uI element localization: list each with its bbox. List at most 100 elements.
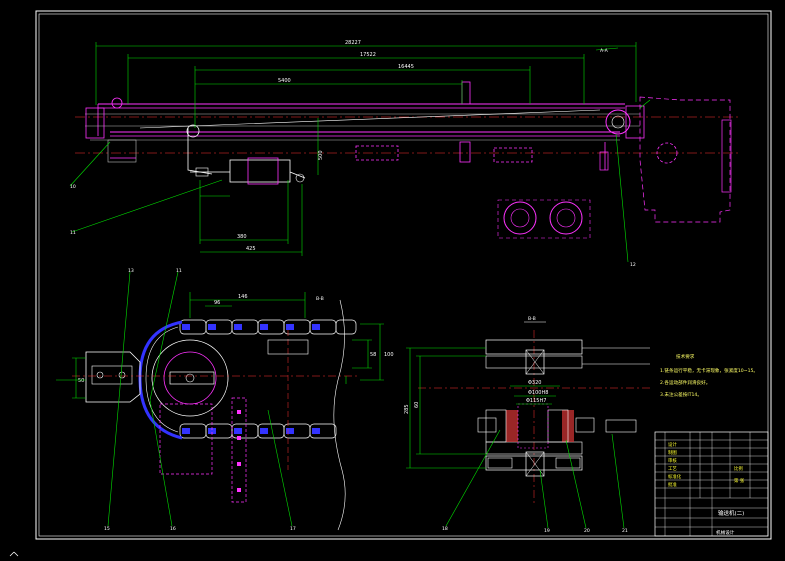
right-pedestal [599, 151, 609, 171]
dim-285: 285 [404, 404, 410, 414]
clamp-bolt-1 [96, 371, 104, 379]
dim-50: 50 [78, 378, 84, 384]
title-block: 设计 制图 审核 工艺 标准化 批准 比例 第 张 输送机(二) 机械设计 [654, 431, 769, 537]
lever-arm [187, 128, 213, 175]
detail-dimensions-left [72, 357, 86, 399]
dim-96: 96 [214, 300, 220, 306]
section-mark-b: B-B [316, 296, 324, 302]
tb-row-1: 设计 [668, 441, 677, 448]
clamp-bolt-2 [118, 371, 126, 379]
lower-plate [485, 455, 583, 471]
dim-146: 146 [238, 294, 248, 300]
sprocket-center [185, 373, 195, 383]
hub-left [485, 409, 507, 443]
right-wheel [656, 142, 678, 164]
support-bolts [237, 410, 241, 492]
part-tag-12: 12 [630, 262, 636, 268]
detail-dimensions-right [352, 323, 384, 381]
part-tag-16: 16 [170, 526, 176, 532]
wheel-right [549, 201, 583, 235]
leaders-detail [56, 271, 347, 527]
lever-clamp [195, 167, 209, 177]
leg-2 [459, 141, 471, 163]
tech-req-line-2: 2.各运动部件润滑良好。 [660, 379, 710, 386]
cylinder-pin [295, 173, 305, 183]
leaders-section [445, 429, 625, 529]
part-tag-18: 18 [442, 526, 448, 532]
bearing-upper [525, 349, 545, 375]
chain-links-top [179, 319, 357, 335]
ucs-icon [9, 551, 15, 557]
conveyor-side-view: 28227 17522 16445 5400 500 380 425 10 11… [69, 40, 740, 268]
tb-row-4: 工艺 [668, 466, 677, 472]
detail-dimensions [189, 292, 306, 318]
cylinder-body [229, 159, 291, 183]
tb-row-3: 审核 [668, 457, 677, 464]
dim-phi-115: Φ115H7 [526, 398, 546, 404]
tech-req-title: 技术要求 [676, 353, 695, 360]
arm-pivot [186, 124, 200, 138]
upper-plate [485, 339, 583, 355]
pedestal-2 [493, 147, 533, 163]
piston-rod-2 [289, 171, 306, 179]
drive-sprocket [605, 109, 631, 135]
chain-plates-top [182, 324, 320, 330]
upper-guide [485, 355, 583, 369]
part-tag-17: 17 [290, 526, 296, 532]
dim-phi-320: Φ320 [528, 380, 541, 386]
inner-frame [38, 13, 769, 537]
tech-requirements: 技术要求 1.链条运行平稳，无卡滞现象，张紧度10~15。 2.各运动部件润滑良… [660, 353, 758, 398]
part-tag-21: 21 [622, 528, 628, 534]
bearing-upper-x2 [525, 349, 545, 375]
dim-60: 60 [414, 402, 420, 408]
part-tag-19: 19 [544, 528, 550, 534]
section-label-bb: B-B [528, 316, 536, 322]
section-mark-a: A-A [600, 48, 609, 54]
dim-17522: 17522 [360, 52, 376, 58]
chain-detail-view: 146 96 100 58 50 B-B 13 11 15 16 17 [56, 268, 394, 532]
section-dimensions [406, 347, 560, 469]
dim-overall-length: 28227 [345, 40, 361, 46]
pedestal-1 [355, 145, 399, 161]
wheel-right-hub [556, 208, 576, 228]
tb-scale: 比例 [734, 465, 743, 472]
tb-row-5: 标准化 [668, 473, 682, 480]
leaders-top [69, 47, 651, 263]
drive-sprocket-hub [611, 115, 625, 129]
dimension-lines-top [95, 42, 637, 256]
section-view: B-B [404, 316, 650, 534]
lower-guide [485, 441, 583, 455]
bushing-left [506, 410, 518, 442]
part-tag-10: 10 [70, 184, 76, 190]
ucs-icon-2 [13, 551, 19, 557]
outer-frame [35, 10, 772, 540]
tech-req-line-1: 1.链条运行平稳，无卡滞现象，张紧度10~15。 [660, 367, 758, 374]
left-bracket [107, 139, 137, 163]
dim-phi-100: Φ100H8 [528, 390, 548, 396]
sprocket-outer [151, 339, 229, 417]
title-block-grid [655, 432, 768, 536]
lower-link-left [487, 457, 513, 469]
dim-380: 380 [237, 234, 247, 240]
sprocket-key [169, 371, 215, 385]
title-block-frame [654, 431, 769, 537]
tb-row-2: 制图 [668, 449, 677, 456]
support-bracket [159, 403, 213, 475]
left-end-box [85, 107, 105, 139]
tb-sheet: 第 张 [734, 477, 745, 484]
diagonal-belt [139, 109, 601, 129]
part-tag-13: 13 [128, 268, 134, 274]
chain-wrap-inner [145, 326, 179, 433]
tech-req-line-3: 3.未注公差按IT14。 [660, 391, 702, 398]
cylinder-flange [247, 157, 279, 185]
left-roller [477, 417, 497, 433]
shaft-bore [517, 403, 549, 449]
clamp-body [85, 351, 141, 403]
clamp-slot [91, 365, 133, 385]
leg-1 [461, 81, 471, 105]
support-post [231, 397, 247, 503]
lower-link-right [555, 457, 581, 469]
dim-425: 425 [246, 246, 256, 252]
tb-drawing-title: 输送机(二) [718, 509, 744, 517]
right-roller [575, 417, 595, 433]
